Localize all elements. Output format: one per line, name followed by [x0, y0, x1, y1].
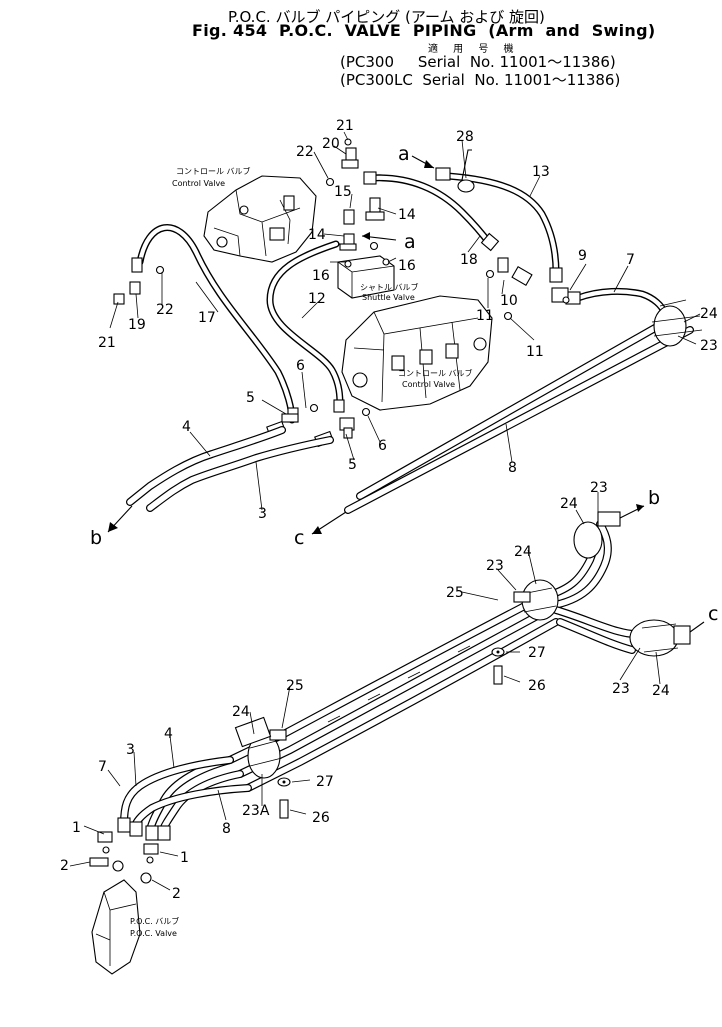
callout-1-left: 1 — [72, 820, 81, 836]
hose-13 — [435, 149, 563, 283]
callout-11-bottom: 11 — [526, 344, 544, 360]
callout-22-left: 22 — [156, 302, 174, 318]
hose-12 — [266, 240, 345, 413]
leader-lines-upper — [109, 131, 701, 511]
connection-b-left: b — [90, 527, 102, 549]
callout-22-top: 22 — [296, 144, 314, 160]
connection-arrows-upper — [107, 155, 435, 535]
callout-10: 10 — [500, 293, 518, 309]
callout-23-bottom: 23 — [612, 681, 630, 697]
callout-21-top: 21 — [336, 118, 354, 134]
callout-25-left: 25 — [286, 678, 304, 694]
pipes-3-4-upper — [126, 426, 334, 512]
branch-to-b — [536, 505, 645, 610]
callout-23A: 23A — [242, 803, 270, 819]
callout-16-left: 16 — [312, 268, 330, 284]
hose-7 — [565, 287, 668, 316]
connection-a-top: a — [398, 143, 410, 165]
title-japanese: P.O.C. バルブ パイピング (アーム および 旋回) — [228, 8, 545, 26]
callout-2-right: 2 — [172, 886, 181, 902]
pipe-bundle-lower — [226, 594, 560, 792]
poc-valve: P.O.C. バルブ P.O.C. Valve — [91, 879, 179, 975]
callout-26-left: 26 — [312, 810, 330, 826]
callout-4-top: 4 — [182, 419, 191, 435]
callout-12: 12 — [308, 291, 326, 307]
callout-3-top: 3 — [258, 506, 267, 522]
pipe-ends-lower — [89, 756, 252, 884]
callout-24-mid: 24 — [514, 544, 532, 560]
callout-24-right: 24 — [560, 496, 578, 512]
hose-17 — [131, 224, 296, 424]
callout-25-right: 25 — [446, 585, 464, 601]
shuttle-valve-label-en: Shuttle Valve — [362, 293, 415, 302]
callout-8-top: 8 — [508, 460, 517, 476]
callout-7-top: 7 — [626, 252, 635, 268]
control-valve-upper: コントロール バルブ Control Valve — [172, 166, 317, 263]
callout-6-left: 6 — [296, 358, 305, 374]
shuttle-valve: シャトル バルブ Shuttle Valve — [337, 255, 419, 302]
callout-21-left: 21 — [98, 335, 116, 351]
serial-range-pc300lc: (PC300LC Serial No. 11001～11386) — [340, 71, 621, 89]
callout-23-right: 23 — [590, 480, 608, 496]
callout-19: 19 — [128, 317, 146, 333]
pipe-8-upper — [344, 299, 703, 514]
callout-26-right: 26 — [528, 678, 546, 694]
callout-16-right: 16 — [398, 258, 416, 274]
callout-8-bottom: 8 — [222, 821, 231, 837]
callout-7-bottom: 7 — [98, 759, 107, 775]
connection-c-left: c — [294, 527, 304, 549]
callout-24-top: 24 — [700, 306, 718, 322]
callout-14-right: 14 — [398, 207, 416, 223]
control-valve-main-label-en: Control Valve — [402, 380, 455, 389]
callout-2-left: 2 — [60, 858, 69, 874]
fittings-upper — [113, 138, 570, 448]
callout-23-top: 23 — [700, 338, 718, 354]
callout-23-mid: 23 — [486, 558, 504, 574]
callout-27-left: 27 — [316, 774, 334, 790]
callout-15: 15 — [334, 184, 352, 200]
callout-24-left: 24 — [232, 704, 250, 720]
callout-4-bottom: 4 — [164, 726, 173, 742]
callout-5-left: 5 — [246, 390, 255, 406]
control-valve-upper-label-jp: コントロール バルブ — [176, 166, 251, 176]
callout-18: 18 — [460, 252, 478, 268]
branch-to-c — [552, 606, 691, 657]
callout-5-right: 5 — [348, 457, 357, 473]
connection-a-mid: a — [404, 231, 416, 253]
bolts-washers-lower — [277, 647, 505, 819]
callout-14-left: 14 — [308, 227, 326, 243]
callout-6-right: 6 — [378, 438, 387, 454]
callout-24-bottom: 24 — [652, 683, 670, 699]
clamps-lower — [234, 579, 559, 779]
callout-9: 9 — [578, 248, 587, 264]
poc-valve-label-jp: P.O.C. バルブ — [130, 916, 179, 926]
control-valve-main: コントロール バルブ Control Valve — [341, 295, 493, 411]
callout-3-bottom: 3 — [126, 742, 135, 758]
callout-1-right: 1 — [180, 850, 189, 866]
callout-13: 13 — [532, 164, 550, 180]
control-valve-upper-label-en: Control Valve — [172, 179, 225, 188]
serial-range-pc300: (PC300 Serial No. 11001～11386) — [340, 53, 616, 71]
leader-lines-lower — [69, 492, 661, 891]
callout-20: 20 — [322, 136, 340, 152]
callout-27-right: 27 — [528, 645, 546, 661]
connection-arrows-lower — [636, 504, 705, 633]
callout-11-top: 11 — [476, 308, 494, 324]
callout-17: 17 — [198, 310, 216, 326]
hose-18 — [363, 171, 500, 252]
figure-title: Fig. 454 P.O.C. VALVE PIPING (Arm and Sw… — [192, 21, 656, 40]
connection-c-right: c — [708, 603, 718, 625]
connection-b-right: b — [648, 487, 660, 509]
control-valve-main-label-jp: コントロール バルブ — [398, 368, 473, 378]
applicable-models-jp: 適 用 号 機 — [428, 44, 520, 55]
poc-valve-label-en: P.O.C. Valve — [130, 929, 177, 938]
callout-28: 28 — [456, 129, 474, 145]
shuttle-valve-label-jp: シャトル バルブ — [360, 282, 419, 292]
